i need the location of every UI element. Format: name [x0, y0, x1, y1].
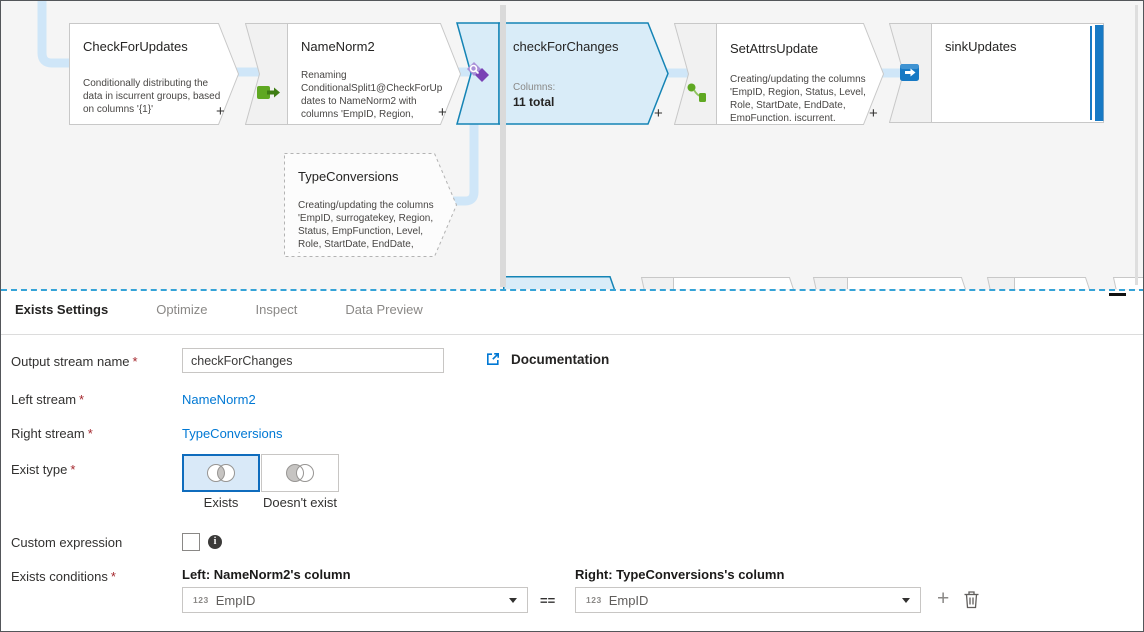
- required-asterisk: *: [132, 354, 138, 369]
- label-text: Exist type: [11, 462, 68, 477]
- node-title: TypeConversions: [298, 169, 399, 184]
- add-transformation-button[interactable]: +: [654, 105, 663, 122]
- node-description: Creating/updating the columns 'EmpID, su…: [298, 200, 434, 253]
- node-description: Renaming ConditionalSplit1@CheckForUpdat…: [301, 70, 443, 120]
- bottom-row-nodes[interactable]: [1, 273, 1144, 289]
- left-column-value: EmpID: [215, 592, 256, 608]
- tab-exists-settings[interactable]: Exists Settings: [15, 302, 109, 317]
- typeconversions-connector: [437, 121, 479, 206]
- add-transformation-button[interactable]: +: [438, 104, 447, 121]
- equals-operator: ==: [540, 593, 556, 608]
- node-title: checkForChanges: [513, 39, 619, 54]
- custom-expression-label: Custom expression: [11, 535, 122, 550]
- delete-condition-button[interactable]: [963, 590, 980, 609]
- add-transformation-button[interactable]: +: [216, 103, 225, 120]
- node-columns-label: Columns:: [513, 82, 556, 93]
- sink-icon: [900, 64, 919, 81]
- left-stream-link[interactable]: NameNorm2: [182, 392, 256, 407]
- add-transformation-button[interactable]: +: [869, 105, 878, 122]
- required-asterisk: *: [79, 392, 85, 407]
- required-asterisk: *: [70, 462, 76, 477]
- output-stream-name-label: Output stream name*: [11, 354, 138, 369]
- right-column-header: Right: TypeConversions's column: [575, 567, 785, 582]
- label-text: Custom expression: [11, 535, 123, 550]
- left-column-dropdown[interactable]: 123 EmpID: [182, 587, 528, 613]
- node-title: sinkUpdates: [945, 39, 1017, 54]
- venn-doesnt-exist-icon: [286, 464, 314, 482]
- sink-cap-thin: [1090, 26, 1092, 120]
- label-text: Exists conditions: [11, 569, 108, 584]
- external-link-icon: [487, 353, 499, 365]
- dataflow-canvas[interactable]: CheckForUpdates Conditionally distributi…: [1, 1, 1144, 290]
- select-transformation-icon: [257, 86, 280, 99]
- panel-resize-divider[interactable]: [1, 289, 1143, 291]
- node-title: CheckForUpdates: [83, 39, 188, 54]
- right-stream-label: Right stream*: [11, 426, 93, 441]
- node-typeconversions-shape[interactable]: [284, 153, 458, 258]
- label-text: Right stream: [11, 426, 85, 441]
- node-setattrsupdate-shape[interactable]: [674, 23, 885, 126]
- documentation-label: Documentation: [511, 351, 610, 367]
- exist-type-label: Exist type*: [11, 462, 75, 477]
- documentation-link[interactable]: Documentation: [485, 351, 609, 367]
- custom-expression-checkbox[interactable]: [182, 533, 200, 551]
- node-description: Creating/updating the columns 'EmpID, Re…: [730, 74, 866, 121]
- node-sinkupdates-shape[interactable]: [889, 23, 1106, 124]
- chevron-down-icon: [509, 597, 517, 603]
- tab-data-preview[interactable]: Data Preview: [345, 302, 423, 317]
- doesnt-exist-caption: Doesn't exist: [262, 495, 337, 510]
- panel-collapse-handle[interactable]: [1109, 293, 1126, 296]
- right-stream-link[interactable]: TypeConversions: [182, 426, 283, 441]
- canvas-vertical-guide: [500, 5, 506, 287]
- exist-type-doesnt-exist-button[interactable]: [261, 454, 339, 492]
- right-column-dropdown[interactable]: 123 EmpID: [575, 587, 921, 613]
- node-checkforchanges-shape[interactable]: [456, 22, 670, 126]
- canvas-scrollbar[interactable]: [1135, 5, 1138, 285]
- right-column-value: EmpID: [608, 592, 649, 608]
- node-description: Conditionally distributing the data in i…: [83, 78, 221, 115]
- exists-transformation-icon: [467, 62, 489, 82]
- label-text: Left stream: [11, 392, 77, 407]
- left-column-header: Left: NameNorm2's column: [182, 567, 351, 582]
- exist-type-exists-button[interactable]: [182, 454, 260, 492]
- derived-column-icon: [687, 83, 706, 102]
- left-stream-label: Left stream*: [11, 392, 84, 407]
- panel-tabs: Exists Settings Optimize Inspect Data Pr…: [15, 302, 423, 317]
- venn-exists-icon: [207, 464, 235, 482]
- node-namenorm2-shape[interactable]: [245, 23, 462, 126]
- exists-caption: Exists: [203, 495, 239, 510]
- required-asterisk: *: [87, 426, 93, 441]
- info-icon[interactable]: i: [208, 535, 222, 549]
- chevron-down-icon: [902, 597, 910, 603]
- tab-optimize[interactable]: Optimize: [156, 302, 208, 317]
- required-asterisk: *: [110, 569, 116, 584]
- integer-type-badge: 123: [193, 595, 209, 605]
- sink-cap-thick: [1095, 25, 1104, 121]
- label-text: Output stream name: [11, 354, 130, 369]
- exists-settings-panel: Exists Settings Optimize Inspect Data Pr…: [1, 290, 1143, 631]
- add-condition-button[interactable]: +: [937, 587, 950, 610]
- node-columns-count: 11 total: [513, 95, 555, 109]
- node-checkforupdates-shape[interactable]: [69, 23, 240, 126]
- node-title: NameNorm2: [301, 39, 375, 54]
- integer-type-badge: 123: [586, 595, 602, 605]
- tabs-divider: [1, 334, 1143, 335]
- tab-inspect[interactable]: Inspect: [255, 302, 298, 317]
- incoming-connector: [37, 1, 71, 68]
- output-stream-name-input[interactable]: [182, 348, 444, 373]
- exists-conditions-label: Exists conditions*: [11, 569, 116, 584]
- node-title: SetAttrsUpdate: [730, 41, 819, 56]
